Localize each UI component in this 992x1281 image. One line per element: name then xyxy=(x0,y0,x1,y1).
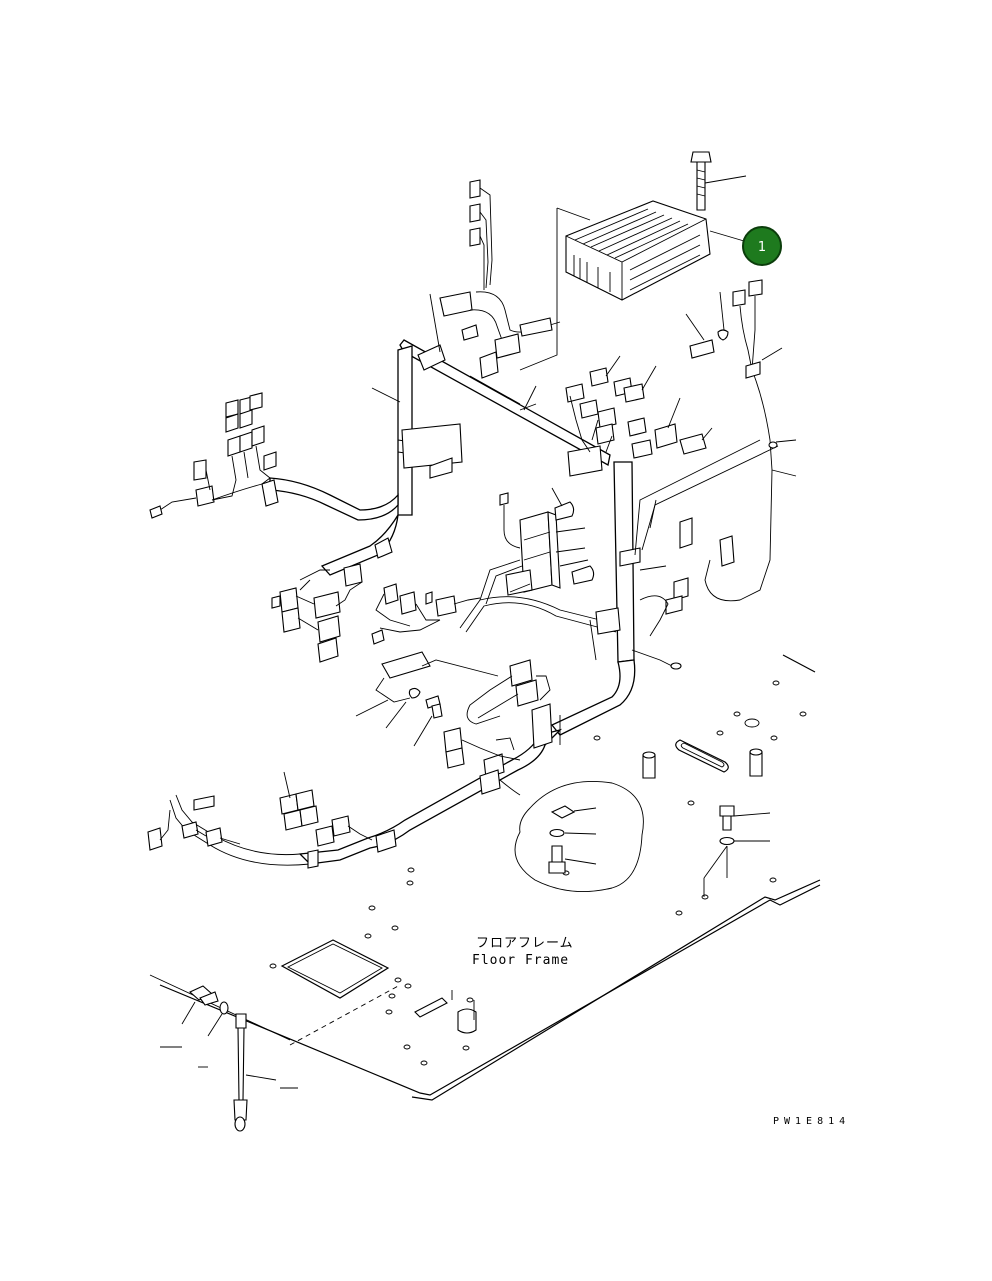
callout-circle[interactable] xyxy=(742,226,782,266)
floor-frame-plate xyxy=(149,654,821,1101)
spacer-left xyxy=(642,751,656,779)
connectors-top xyxy=(439,179,561,359)
spacer-right xyxy=(749,748,763,777)
connectors-right xyxy=(631,279,797,670)
floor-frame-label-en: Floor Frame xyxy=(472,953,569,968)
controller-leader xyxy=(709,230,745,242)
controller-bolt xyxy=(690,151,747,211)
controller-unit xyxy=(565,200,711,301)
connectors-bottom xyxy=(147,727,521,851)
connectors-center xyxy=(519,355,657,459)
callout-1[interactable]: 1 xyxy=(742,226,782,266)
drawing-code: PW1E814 xyxy=(773,1116,850,1127)
ground-strap xyxy=(160,985,298,1132)
bolt-right xyxy=(703,805,771,897)
floor-opening xyxy=(280,939,390,999)
controller-bracket xyxy=(519,207,591,371)
harness-clamps xyxy=(193,344,641,869)
callout-number: 1 xyxy=(758,240,766,255)
center-connector-block xyxy=(499,487,597,661)
connectors-left xyxy=(149,392,279,519)
misc-leaders xyxy=(371,293,537,411)
slot-hole xyxy=(675,739,729,773)
detail-blob xyxy=(514,780,644,893)
floor-holes xyxy=(269,680,807,1066)
floor-clamp xyxy=(414,990,477,1034)
connectors-lower-mid xyxy=(355,651,551,747)
floor-frame-label-jp: フロアフレーム xyxy=(476,936,574,951)
connectors-mid-left xyxy=(271,563,481,663)
